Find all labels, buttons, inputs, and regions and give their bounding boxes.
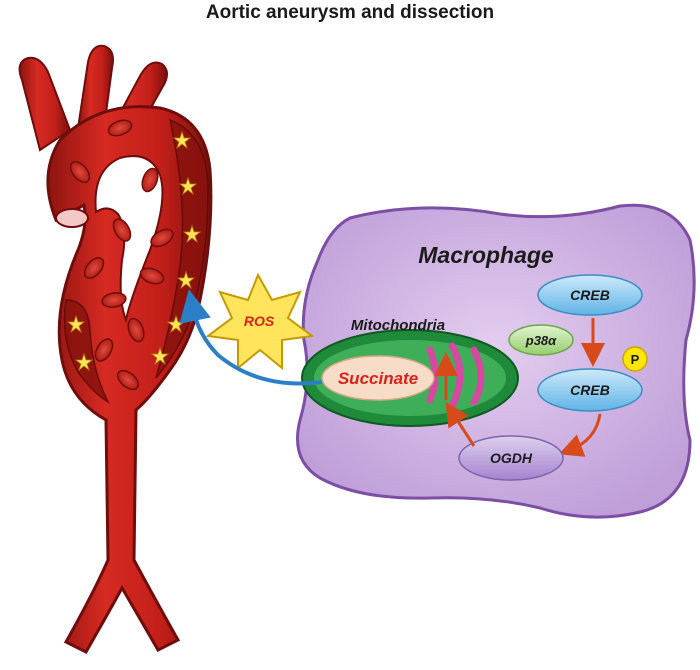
p38-node bbox=[508, 324, 574, 356]
ros-label: ROS bbox=[244, 313, 275, 329]
ros-stars-in-wall bbox=[66, 130, 202, 372]
ros-star-small bbox=[66, 314, 86, 334]
creb-bottom-label: CREB bbox=[570, 382, 610, 398]
macrophage-label: Macrophage bbox=[418, 242, 554, 268]
red-blood-cell bbox=[117, 369, 139, 391]
aortic-branch-left bbox=[18, 56, 72, 152]
phospho-badge bbox=[622, 346, 648, 372]
arrow-creb-to-ogdh bbox=[558, 413, 602, 457]
aortic-branch-middle bbox=[76, 44, 114, 129]
ros-star bbox=[205, 272, 315, 371]
red-blood-cell bbox=[141, 167, 159, 193]
creb-top-label: CREB bbox=[570, 287, 610, 303]
red-blood-cell bbox=[150, 228, 174, 248]
ros-star-small bbox=[182, 224, 202, 244]
red-blood-cell bbox=[107, 119, 133, 137]
phospho-label: P bbox=[631, 352, 640, 367]
red-blood-cell bbox=[139, 267, 165, 285]
ogdh-label: OGDH bbox=[490, 450, 533, 466]
red-blood-cell bbox=[101, 292, 127, 308]
aorta-cut-end bbox=[55, 208, 89, 228]
red-blood-cell bbox=[112, 218, 132, 242]
ogdh-node bbox=[458, 435, 564, 481]
mitochondria-label: Mitochondria bbox=[351, 317, 445, 334]
ros-star-small bbox=[176, 270, 196, 290]
creb-bottom-node bbox=[537, 368, 643, 412]
arrow-ogdh-to-mitochondria bbox=[445, 401, 476, 447]
red-blood-cell bbox=[69, 161, 91, 183]
ros-star-small bbox=[172, 130, 192, 150]
red-blood-cell bbox=[127, 317, 145, 343]
red-blood-cell bbox=[94, 338, 114, 362]
succinate-pool bbox=[321, 355, 435, 401]
arrow-ros-to-aorta bbox=[179, 289, 323, 386]
red-blood-cell bbox=[83, 257, 105, 279]
p38-label: p38α bbox=[525, 333, 557, 348]
diagram-title: Aortic aneurysm and dissection bbox=[205, 2, 495, 23]
creb-top-node bbox=[537, 274, 643, 316]
ros-star-small bbox=[150, 346, 170, 366]
ros-star-small bbox=[74, 352, 94, 372]
red-blood-cells bbox=[69, 119, 174, 391]
ros-star-small bbox=[178, 176, 198, 196]
aorta-illustration bbox=[18, 44, 213, 654]
succinate-label: Succinate bbox=[338, 369, 418, 388]
